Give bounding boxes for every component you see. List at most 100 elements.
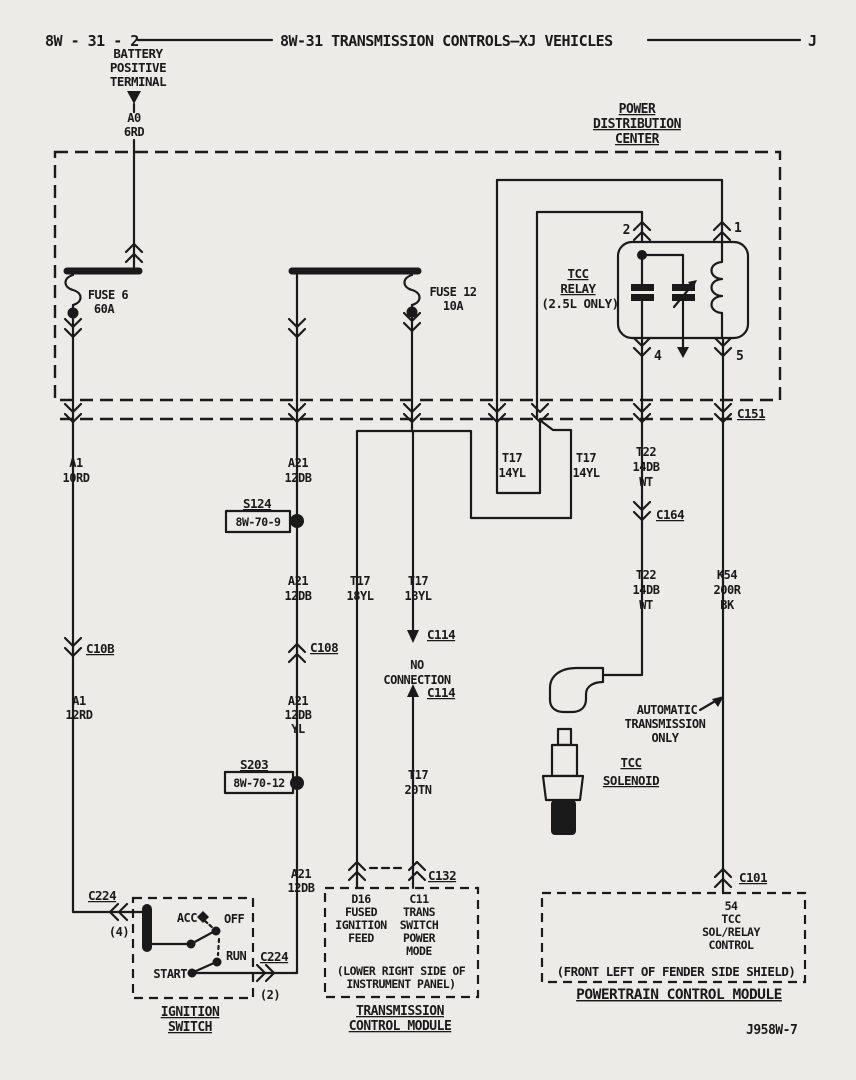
off-contact-dot xyxy=(211,926,221,936)
c108-label: C108 xyxy=(310,640,338,655)
c114-label-upper: C114 xyxy=(427,627,455,642)
start-run-arm xyxy=(194,961,216,973)
wire-a1 xyxy=(71,303,149,914)
relay-throw-arrow-icon xyxy=(677,347,689,358)
s203-ref: 8W-70-12 xyxy=(233,776,284,790)
relay-contact-movable-icon xyxy=(672,284,695,291)
c164-label: C164 xyxy=(656,507,684,522)
c101-label: C101 xyxy=(739,870,767,885)
start-contact-dot xyxy=(187,968,197,978)
svg-text:ONLY: ONLY xyxy=(652,731,680,745)
svg-text:60A: 60A xyxy=(94,302,115,316)
acc-contact-icon xyxy=(197,911,209,923)
circuit-a21: A21 12DB S124 8W-70-9 A21 12DB C108 A21 … xyxy=(190,273,339,975)
fuse-6: FUSE 6 60A xyxy=(63,267,143,319)
c114-resume-arrow-icon xyxy=(407,684,419,697)
svg-text:SOLENOID: SOLENOID xyxy=(603,773,659,788)
svg-text:TRANS: TRANS xyxy=(403,905,436,919)
relay-coil-icon xyxy=(710,240,724,340)
svg-text:A21: A21 xyxy=(288,456,308,470)
svg-text:POSITIVE: POSITIVE xyxy=(110,60,166,75)
s124-ref: 8W-70-9 xyxy=(236,515,282,529)
wire-t17-14yl-jumper xyxy=(495,417,542,495)
svg-text:FUSE 12: FUSE 12 xyxy=(429,285,476,299)
acc-off-detent-dashes xyxy=(203,919,215,930)
relay-pin2-number: 2 xyxy=(623,223,630,238)
tcc-solenoid: TCC SOLENOID xyxy=(541,727,660,835)
svg-text:12DB: 12DB xyxy=(285,708,312,722)
powertrain-control-module: 54 TCC SOL/RELAY CONTROL (FRONT LEFT OF … xyxy=(540,891,807,1003)
svg-text:14YL: 14YL xyxy=(573,466,600,480)
svg-text:T22: T22 xyxy=(636,568,656,582)
svg-text:TCC: TCC xyxy=(721,912,741,926)
header: 8W - 31 - 2 8W-31 TRANSMISSION CONTROLS—… xyxy=(45,32,817,50)
transmission-control-module: C132 D16 FUSED IGNITION FEED C11 TRANS S… xyxy=(323,860,480,1034)
svg-text:10A: 10A xyxy=(443,299,464,313)
svg-text:TCC: TCC xyxy=(620,755,641,770)
svg-text:12DB: 12DB xyxy=(288,881,315,895)
connector-c151: C151 xyxy=(60,406,766,421)
header-section-code: J xyxy=(808,32,817,50)
svg-text:SWITCH: SWITCH xyxy=(400,918,439,932)
svg-text:D16: D16 xyxy=(351,892,371,906)
svg-text:A21: A21 xyxy=(291,867,311,881)
svg-text:SOL/RELAY: SOL/RELAY xyxy=(702,925,760,939)
fuse-12: FUSE 12 10A xyxy=(288,267,477,318)
header-title: 8W-31 TRANSMISSION CONTROLS—XJ VEHICLES xyxy=(280,32,613,50)
svg-text:BATTERY: BATTERY xyxy=(113,46,163,61)
svg-text:200R: 200R xyxy=(714,583,742,597)
svg-text:POWERTRAIN CONTROL MODULE: POWERTRAIN CONTROL MODULE xyxy=(576,987,782,1003)
c224-label-left: C224 xyxy=(88,888,116,903)
wire-t17-18yl-left xyxy=(355,429,414,890)
position-run: RUN xyxy=(226,949,246,963)
relay-pin5-number: 5 xyxy=(736,349,743,364)
s124-label: S124 xyxy=(243,496,271,511)
s124-splice-dot xyxy=(290,514,304,528)
relay-wiper-arrow-icon xyxy=(688,280,697,289)
svg-text:12RD: 12RD xyxy=(66,708,93,722)
c151-label: C151 xyxy=(737,406,765,421)
svg-text:A21: A21 xyxy=(288,574,308,588)
circuit-t22: T22 14DB WT C164 T22 14DB WT xyxy=(548,336,685,714)
svg-text:POWER: POWER xyxy=(403,931,436,945)
c10b-label: C10B xyxy=(86,641,115,656)
pcm-box xyxy=(540,891,807,984)
circuit-t17: T17 14YL T17 14YL T17 18YL T17 18YL C114… xyxy=(347,303,600,890)
svg-text:YL: YL xyxy=(291,722,305,736)
wire-t17-loop xyxy=(410,419,573,520)
wire-t22 xyxy=(599,336,644,677)
fuse12-element-icon xyxy=(403,273,421,307)
c132-terminal-icon xyxy=(407,860,427,882)
circuit-k54: K54 200R BK AUTOMATIC TRANSMISSION ONLY … xyxy=(625,336,768,895)
svg-text:C11: C11 xyxy=(409,892,429,906)
tcm-box xyxy=(323,886,480,999)
svg-text:FUSED: FUSED xyxy=(345,905,378,919)
solenoid-thread-icon xyxy=(551,800,576,835)
svg-text:TCC: TCC xyxy=(567,266,588,281)
svg-text:CONTROL MODULE: CONTROL MODULE xyxy=(349,1019,452,1034)
s124-ref-box xyxy=(224,509,292,534)
relay-contact-fixed-icon xyxy=(631,284,654,291)
solenoid-hex-icon xyxy=(541,774,585,802)
svg-text:20TN: 20TN xyxy=(405,783,432,797)
svg-text:10RD: 10RD xyxy=(63,471,90,485)
circuit-a1: A1 10RD C10B A1 12RD xyxy=(63,303,149,914)
svg-text:CENTER: CENTER xyxy=(615,132,660,147)
solenoid-body-icon xyxy=(550,743,579,778)
svg-text:TRANSMISSION: TRANSMISSION xyxy=(625,717,706,731)
svg-text:T17: T17 xyxy=(502,451,522,465)
svg-text:DISTRIBUTION: DISTRIBUTION xyxy=(593,117,682,132)
svg-text:T17: T17 xyxy=(350,574,370,588)
svg-text:FUSE 6: FUSE 6 xyxy=(88,288,129,302)
s203-label: S203 xyxy=(240,757,268,772)
auto-trans-arrow-icon xyxy=(712,696,724,707)
solenoid-boot-connector-icon xyxy=(548,666,605,714)
ignition-switch: C224 (4) ACC OFF RUN START C224 (2) IGNI… xyxy=(88,888,289,1035)
wire-a21 xyxy=(190,273,299,975)
svg-text:K54: K54 xyxy=(717,568,737,582)
run-contact-dot xyxy=(212,957,222,967)
ignition-switch-box xyxy=(131,896,255,1000)
position-off: OFF xyxy=(224,912,244,926)
c224-cavity-4: (4) xyxy=(109,925,129,939)
svg-text:12DB: 12DB xyxy=(285,471,312,485)
